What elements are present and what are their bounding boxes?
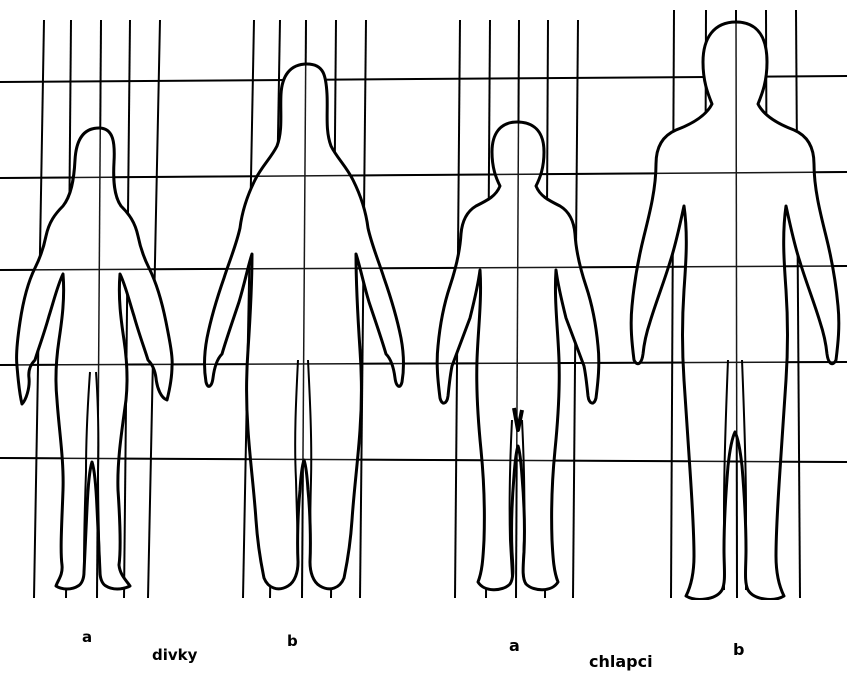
label-girl-a: a: [82, 628, 92, 646]
vertical-grid-line: [736, 10, 737, 598]
vertical-grid-line: [671, 10, 674, 598]
figure-boy-b: [631, 22, 839, 599]
vertical-grid-line: [796, 10, 800, 598]
label-girl-b: b: [287, 632, 298, 650]
vertical-grid-line: [124, 20, 130, 598]
body-proportions-diagram: [0, 0, 847, 600]
label-boys: chlapci: [589, 652, 653, 671]
label-boy-b: b: [733, 640, 744, 659]
label-girls: divky: [152, 646, 197, 664]
vertical-grid-line: [360, 20, 366, 598]
label-boy-a: a: [509, 636, 520, 655]
